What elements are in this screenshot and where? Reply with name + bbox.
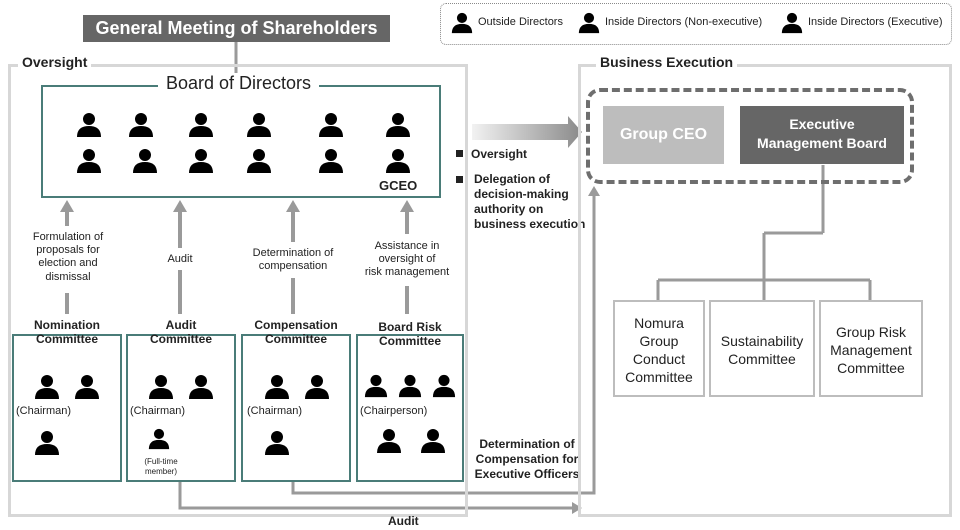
director-icon — [132, 148, 158, 174]
member-icon — [432, 374, 456, 398]
business-execution-title: Business Execution — [596, 54, 738, 70]
member-icon — [188, 374, 214, 400]
director-icon — [188, 112, 214, 138]
compensation-committee — [241, 334, 351, 482]
director-icon — [246, 148, 272, 174]
director-icon — [385, 112, 411, 138]
business-execution-frame — [578, 64, 952, 517]
legend: Outside Directors Inside Directors (Non-… — [440, 3, 952, 45]
executive-group-dashed — [586, 88, 914, 184]
nomination-committee — [12, 334, 122, 482]
director-icon — [246, 112, 272, 138]
outside-director-legend-icon — [451, 12, 473, 34]
legend-inside-non-exec-label: Inside Directors (Non-executive) — [605, 16, 763, 28]
board-title: Board of Directors — [158, 73, 320, 94]
member-icon — [74, 374, 100, 400]
legend-inside-exec-label: Inside Directors (Executive) — [808, 16, 943, 28]
member-icon — [34, 374, 60, 400]
bullet-square-icon — [456, 176, 463, 183]
director-icon — [318, 148, 344, 174]
inside-exec-legend-icon — [781, 12, 803, 34]
shareholders-meeting-box: General Meeting of Shareholders — [83, 15, 390, 42]
oversight-bullet: Oversight — [456, 147, 527, 161]
flow-label-audit: Audit — [140, 253, 220, 267]
group-ceo-label: Group CEO — [619, 126, 708, 143]
member-icon — [34, 430, 60, 456]
shareholders-meeting-label: General Meeting of Shareholders — [95, 18, 378, 38]
audit-committee — [126, 334, 236, 482]
member-icon — [304, 374, 330, 400]
oversight-frame — [8, 64, 468, 517]
director-icon — [318, 112, 344, 138]
gceo-label: GCEO — [379, 178, 418, 193]
director-icon — [76, 112, 102, 138]
member-icon — [264, 430, 290, 456]
member-icon — [148, 374, 174, 400]
board-risk-committee — [356, 334, 464, 482]
member-icon — [376, 428, 402, 454]
member-icon — [364, 374, 388, 398]
director-icon — [188, 148, 214, 174]
oversight-title: Oversight — [18, 54, 92, 70]
audit-flow-label: Audit — [388, 514, 419, 528]
inside-non-exec-legend-icon — [578, 12, 600, 34]
group-ceo-box: Group CEO — [603, 106, 724, 164]
member-icon — [398, 374, 422, 398]
chair-label: (Chairperson) — [360, 405, 428, 417]
director-icon — [128, 112, 154, 138]
chair-label: (Chairman) — [16, 405, 72, 417]
chair-label: (Chairman) — [247, 405, 303, 417]
member-icon — [264, 374, 290, 400]
bullet-square-icon — [456, 150, 463, 157]
member-icon — [148, 428, 170, 450]
legend-outside-label: Outside Directors — [478, 16, 563, 28]
director-icon — [385, 148, 411, 174]
director-icon — [76, 148, 102, 174]
chair-label: (Chairman) — [130, 405, 186, 417]
member-icon — [420, 428, 446, 454]
